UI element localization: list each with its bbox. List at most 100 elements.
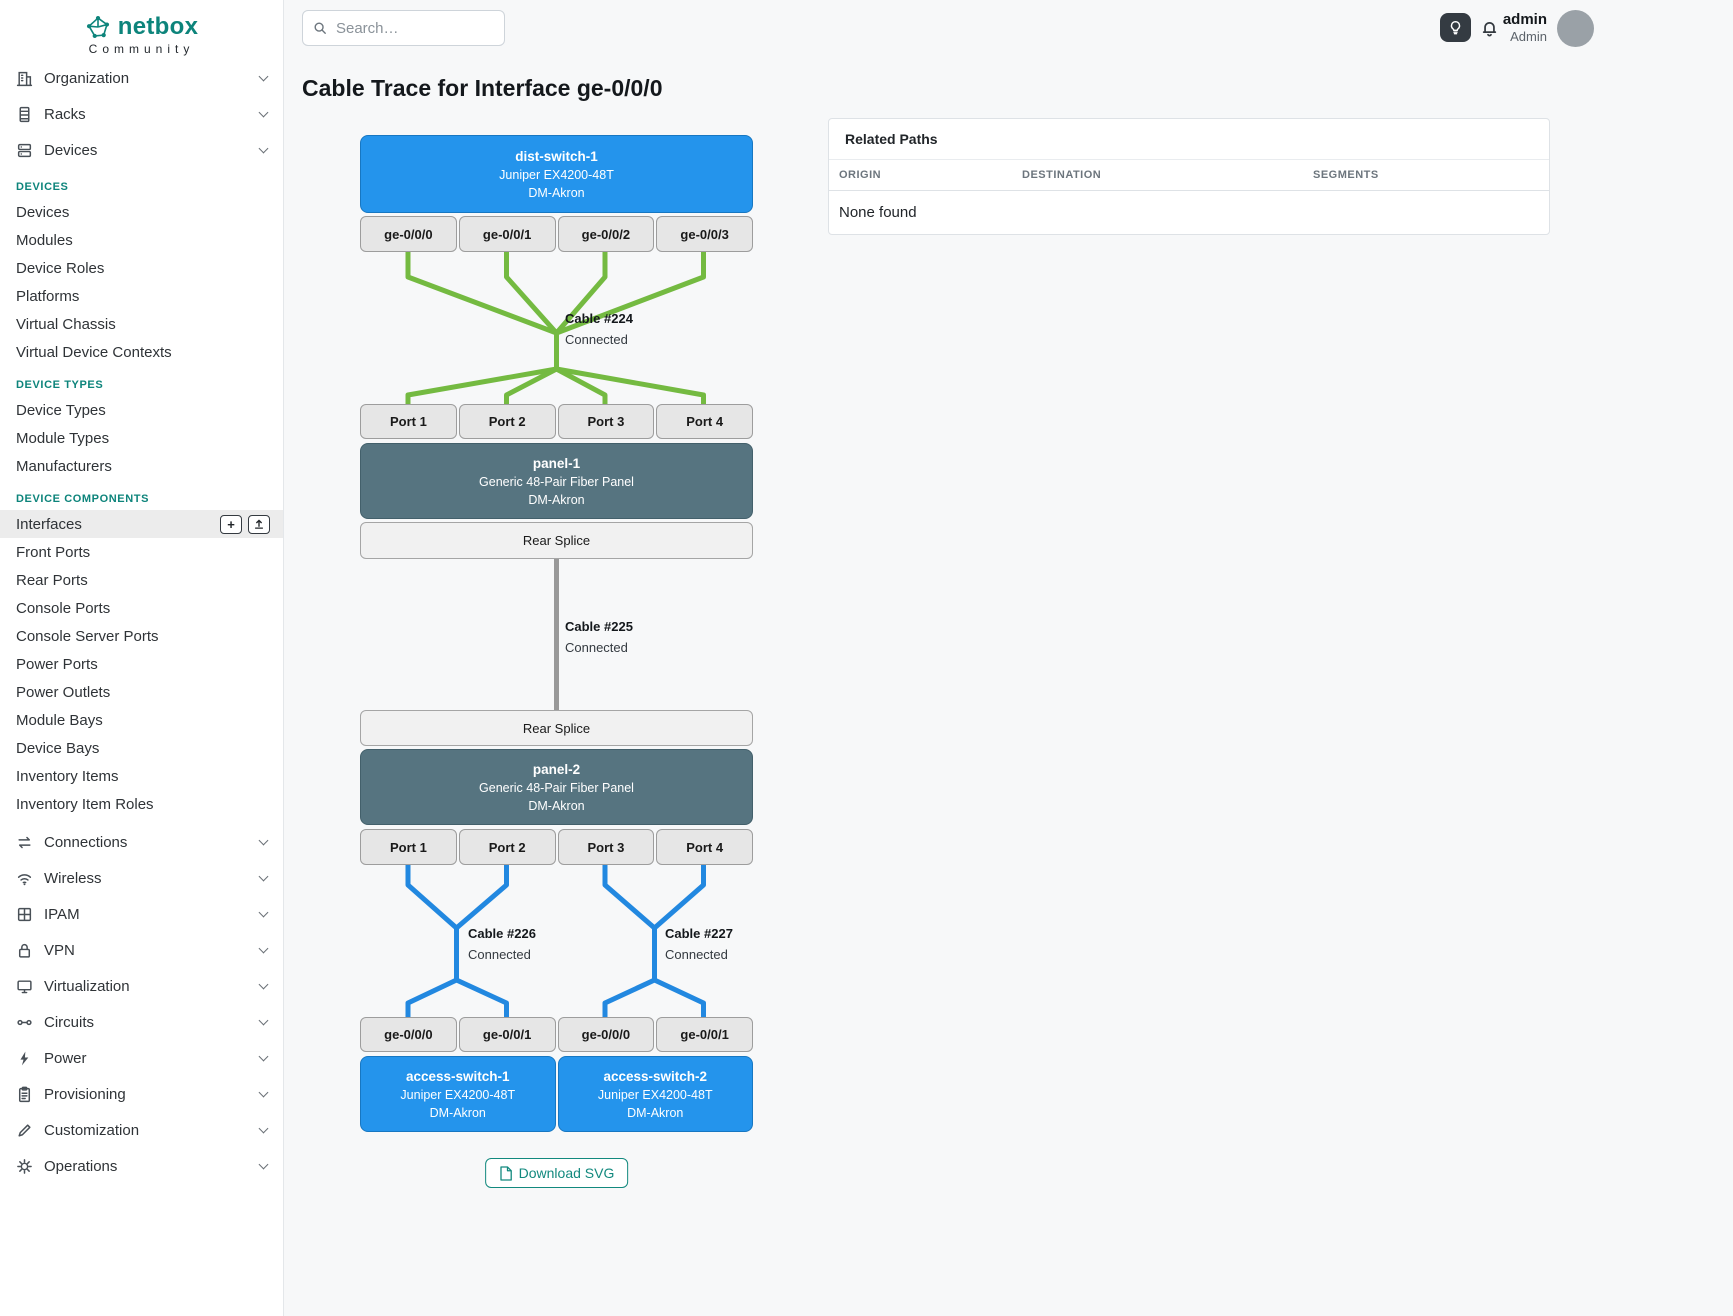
sidebar-item-virtual-chassis[interactable]: Virtual Chassis	[16, 315, 116, 333]
sidebar-item-organization[interactable]: Organization	[0, 60, 283, 96]
brand-name: netbox	[117, 13, 199, 40]
wireless-icon	[16, 870, 33, 887]
interface-box-ge-0-0-0[interactable]: ge-0/0/0	[557, 1017, 655, 1052]
chevron-down-icon	[258, 943, 269, 954]
interface-box-ge-0-0-0[interactable]: ge-0/0/0	[360, 216, 457, 252]
interface-box-ge-0-0-1[interactable]: ge-0/0/1	[458, 216, 556, 252]
sidebar-item-power[interactable]: Power	[0, 1040, 283, 1076]
cable-225-label[interactable]: Cable #225 Connected	[565, 619, 633, 655]
front-port-box-4[interactable]: Port 4	[656, 829, 753, 865]
interface-box-ge-0-0-1[interactable]: ge-0/0/1	[458, 1017, 556, 1052]
device-model: Juniper EX4200-48T	[597, 1087, 713, 1102]
sidebar-item-manufacturers[interactable]: Manufacturers	[16, 457, 112, 475]
sidebar-item-vpn[interactable]: VPN	[0, 932, 283, 968]
front-port-box-2[interactable]: Port 2	[458, 829, 556, 865]
cable-226-label[interactable]: Cable #226 Connected	[468, 926, 536, 962]
download-svg-button[interactable]: Download SVG	[484, 1158, 629, 1188]
sidebar-item-ipam[interactable]: IPAM	[0, 896, 283, 932]
sidebar-item-inventory-items[interactable]: Inventory Items	[16, 767, 119, 785]
panel1-front-port-row: Port 1 Port 2 Port 3 Port 4	[360, 404, 753, 439]
front-port-box-3[interactable]: Port 3	[557, 829, 655, 865]
interface-box-ge-0-0-2[interactable]: ge-0/0/2	[557, 216, 655, 252]
sidebar-item-rear-ports[interactable]: Rear Ports	[16, 571, 88, 589]
column-segments: SEGMENTS	[1313, 169, 1379, 181]
global-search	[302, 10, 505, 46]
sidebar-item-devices-list[interactable]: Devices	[16, 203, 70, 221]
top-interface-row: ge-0/0/0 ge-0/0/1 ge-0/0/2 ge-0/0/3	[360, 216, 753, 252]
sidebar-item-customization[interactable]: Customization	[0, 1112, 283, 1148]
front-port-box-4[interactable]: Port 4	[656, 404, 753, 439]
bottom-interface-row: ge-0/0/0 ge-0/0/1 ge-0/0/0 ge-0/0/1	[360, 1017, 753, 1052]
sidebar-item-circuits[interactable]: Circuits	[0, 1004, 283, 1040]
sidebar-item-racks[interactable]: Racks	[0, 96, 283, 132]
sidebar-item-platforms[interactable]: Platforms	[16, 287, 80, 305]
theme-toggle-button[interactable]	[1440, 13, 1471, 42]
device-model: Generic 48-Pair Fiber Panel	[479, 474, 634, 489]
devices-icon	[16, 142, 33, 159]
trace-device-access-switch-1[interactable]: access-switch-1 Juniper EX4200-48T DM-Ak…	[360, 1056, 556, 1132]
chevron-down-icon	[258, 1159, 269, 1170]
cable-226-227-lines	[405, 865, 706, 1017]
sidebar-item-power-outlets[interactable]: Power Outlets	[16, 683, 111, 701]
avatar[interactable]	[1557, 10, 1594, 47]
notifications-button[interactable]	[1478, 17, 1500, 39]
cable-227-label[interactable]: Cable #227 Connected	[665, 926, 733, 962]
interface-box-ge-0-0-0[interactable]: ge-0/0/0	[360, 1017, 457, 1052]
sidebar-item-interfaces[interactable]: Interfaces +	[0, 510, 283, 538]
sidebar-item-console-server-ports[interactable]: Console Server Ports	[16, 627, 159, 645]
sidebar-item-console-ports[interactable]: Console Ports	[16, 599, 111, 617]
netbox-logo[interactable]: netbox Community	[0, 0, 283, 60]
user-name: admin	[1502, 11, 1547, 28]
brand-tagline: Community	[88, 42, 195, 56]
front-port-box-3[interactable]: Port 3	[557, 404, 655, 439]
device-name: panel-1	[532, 455, 581, 471]
related-paths-card: Related Paths ORIGIN DESTINATION SEGMENT…	[828, 118, 1550, 235]
cable-224-label[interactable]: Cable #224 Connected	[565, 311, 633, 347]
page-title: Cable Trace for Interface ge-0/0/0	[302, 75, 663, 101]
related-paths-title: Related Paths	[829, 119, 1549, 160]
sidebar-item-connections[interactable]: Connections	[0, 824, 283, 860]
front-port-box-2[interactable]: Port 2	[458, 404, 556, 439]
device-name: panel-2	[532, 761, 581, 777]
sidebar-item-virtual-device-contexts[interactable]: Virtual Device Contexts	[16, 343, 172, 361]
trace-device-panel-1[interactable]: panel-1 Generic 48-Pair Fiber Panel DM-A…	[360, 443, 753, 519]
trace-device-panel-2[interactable]: panel-2 Generic 48-Pair Fiber Panel DM-A…	[360, 749, 753, 825]
sidebar-item-device-types[interactable]: Device Types	[16, 401, 106, 419]
add-interface-button[interactable]: +	[220, 514, 242, 534]
sidebar-item-provisioning[interactable]: Provisioning	[0, 1076, 283, 1112]
import-interfaces-button[interactable]	[248, 514, 270, 534]
device-site: DM-Akron	[528, 798, 585, 813]
interface-box-ge-0-0-1[interactable]: ge-0/0/1	[656, 1017, 753, 1052]
sidebar-item-label: Virtualization	[44, 977, 130, 995]
user-menu[interactable]: admin Admin	[1493, 11, 1547, 44]
sidebar-item-devices[interactable]: Devices	[0, 132, 283, 168]
panel1-rear-splice[interactable]: Rear Splice	[360, 522, 753, 559]
interface-box-ge-0-0-3[interactable]: ge-0/0/3	[656, 216, 753, 252]
bell-icon	[1482, 21, 1496, 37]
virtualization-icon	[16, 978, 33, 995]
sidebar-item-device-bays[interactable]: Device Bays	[16, 739, 100, 757]
trace-device-dist-switch-1[interactable]: dist-switch-1 Juniper EX4200-48T DM-Akro…	[360, 135, 753, 213]
front-port-box-1[interactable]: Port 1	[360, 829, 457, 865]
sidebar-item-power-ports[interactable]: Power Ports	[16, 655, 98, 673]
front-port-box-1[interactable]: Port 1	[360, 404, 457, 439]
sidebar-item-label: IPAM	[44, 905, 80, 923]
sidebar-item-device-roles[interactable]: Device Roles	[16, 259, 105, 277]
sidebar-item-modules[interactable]: Modules	[16, 231, 73, 249]
sidebar-item-front-ports[interactable]: Front Ports	[16, 543, 91, 561]
sidebar-item-inventory-item-roles[interactable]: Inventory Item Roles	[16, 795, 154, 813]
trace-device-access-switch-2[interactable]: access-switch-2 Juniper EX4200-48T DM-Ak…	[557, 1056, 753, 1132]
chevron-down-icon	[258, 1123, 269, 1134]
sidebar-item-module-types[interactable]: Module Types	[16, 429, 110, 447]
sidebar-item-label: VPN	[44, 941, 75, 959]
sidebar-item-label: Circuits	[44, 1013, 95, 1031]
search-input[interactable]	[335, 19, 494, 37]
device-site: DM-Akron	[429, 1105, 486, 1120]
sidebar-item-module-bays[interactable]: Module Bays	[16, 711, 103, 729]
sidebar-item-virtualization[interactable]: Virtualization	[0, 968, 283, 1004]
sidebar-item-wireless[interactable]: Wireless	[0, 860, 283, 896]
sidebar-item-label: Devices	[44, 141, 98, 159]
sidebar-item-operations[interactable]: Operations	[0, 1148, 283, 1184]
panel2-rear-splice[interactable]: Rear Splice	[360, 710, 753, 746]
file-icon	[499, 1165, 512, 1181]
